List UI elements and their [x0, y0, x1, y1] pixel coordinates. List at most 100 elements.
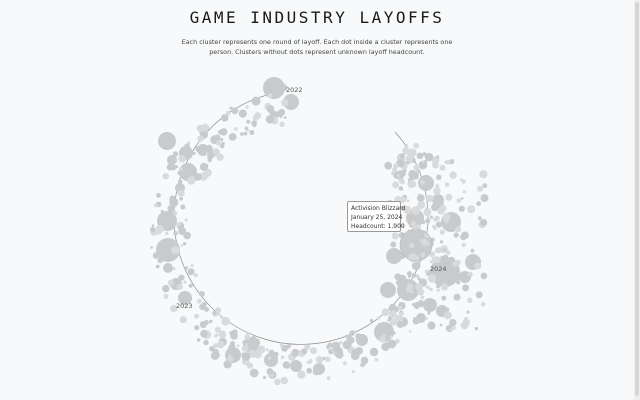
layoff-dot[interactable]: [349, 330, 355, 337]
layoff-cluster[interactable]: [423, 298, 437, 312]
layoff-dot[interactable]: [435, 184, 440, 189]
layoff-dot[interactable]: [173, 231, 178, 236]
layoff-dot[interactable]: [333, 345, 341, 353]
layoff-dot[interactable]: [479, 170, 488, 179]
layoff-dot[interactable]: [476, 201, 481, 207]
layoff-dot[interactable]: [214, 326, 221, 333]
layoff-dot[interactable]: [180, 244, 183, 247]
layoff-cluster[interactable]: [163, 263, 173, 273]
layoff-dot[interactable]: [433, 187, 441, 195]
layoff-dot[interactable]: [429, 251, 436, 258]
layoff-cluster[interactable]: [418, 175, 434, 191]
layoff-dot[interactable]: [409, 242, 415, 249]
scrollbar-thumb[interactable]: [635, 2, 639, 396]
layoff-dot[interactable]: [408, 330, 412, 333]
layoff-dot[interactable]: [405, 287, 412, 293]
layoff-dot[interactable]: [356, 347, 363, 355]
layoff-dot[interactable]: [421, 239, 428, 246]
layoff-dot[interactable]: [216, 153, 224, 161]
layoff-dot[interactable]: [177, 179, 183, 185]
layoff-dot[interactable]: [456, 222, 461, 227]
layoff-dot[interactable]: [475, 291, 483, 299]
layoff-dot[interactable]: [419, 230, 423, 234]
layoff-dot[interactable]: [321, 367, 326, 371]
layoff-dot[interactable]: [263, 375, 267, 380]
layoff-dot[interactable]: [184, 266, 189, 270]
layoff-dot[interactable]: [179, 167, 183, 172]
layoff-dot[interactable]: [391, 171, 395, 176]
layoff-dot[interactable]: [251, 338, 261, 347]
layoff-dot[interactable]: [171, 246, 180, 255]
layoff-dot[interactable]: [187, 268, 195, 276]
layoff-dot[interactable]: [179, 196, 184, 201]
layoff-dot[interactable]: [441, 262, 449, 271]
layoff-dot[interactable]: [194, 313, 200, 319]
layoff-dot[interactable]: [392, 167, 398, 173]
layoff-dot[interactable]: [416, 274, 420, 279]
layoff-dot[interactable]: [170, 304, 178, 313]
layoff-dot[interactable]: [369, 318, 374, 323]
layoff-dot[interactable]: [151, 224, 155, 227]
layoff-dot[interactable]: [470, 248, 475, 253]
layoff-dot[interactable]: [439, 240, 444, 244]
layoff-dot[interactable]: [177, 221, 182, 227]
layoff-dot[interactable]: [243, 131, 248, 136]
layoff-dot[interactable]: [212, 310, 217, 316]
layoff-dot[interactable]: [227, 355, 234, 363]
layoff-dot[interactable]: [455, 226, 462, 233]
layoff-dot[interactable]: [198, 290, 205, 297]
layoff-dot[interactable]: [391, 330, 396, 336]
layoff-dot[interactable]: [274, 378, 281, 386]
layoff-dot[interactable]: [462, 284, 470, 292]
layoff-dot[interactable]: [408, 148, 417, 157]
layoff-dot[interactable]: [429, 287, 433, 292]
layoff-dot[interactable]: [427, 321, 436, 330]
layoff-dot[interactable]: [374, 357, 379, 362]
layoff-dot[interactable]: [436, 174, 442, 180]
layoff-dot[interactable]: [420, 252, 426, 258]
layoff-dot[interactable]: [169, 197, 179, 207]
layoff-dot[interactable]: [245, 105, 249, 109]
layoff-dot[interactable]: [212, 148, 220, 156]
layoff-dot[interactable]: [423, 208, 432, 217]
layoff-dot[interactable]: [228, 343, 236, 351]
layoff-dot[interactable]: [480, 194, 489, 203]
layoff-dot[interactable]: [326, 346, 330, 350]
layoff-dot[interactable]: [192, 151, 196, 155]
layoff-dot[interactable]: [339, 340, 343, 345]
layoff-dot[interactable]: [440, 283, 449, 291]
layoff-dot[interactable]: [480, 218, 488, 227]
layoff-dot[interactable]: [388, 305, 394, 312]
layoff-dot[interactable]: [400, 179, 405, 185]
layoff-dot[interactable]: [238, 109, 247, 118]
layoff-cluster[interactable]: [380, 282, 396, 298]
layoff-dot[interactable]: [449, 328, 453, 332]
layoff-dot[interactable]: [435, 221, 442, 228]
layoff-dot[interactable]: [162, 240, 169, 246]
layoff-dot[interactable]: [244, 126, 249, 131]
layoff-dot[interactable]: [220, 128, 228, 136]
layoff-dot[interactable]: [398, 232, 405, 239]
layoff-dot[interactable]: [410, 253, 414, 257]
layoff-dot[interactable]: [482, 183, 488, 189]
layoff-dot[interactable]: [413, 142, 420, 149]
layoff-dot[interactable]: [167, 279, 174, 286]
layoff-dot[interactable]: [389, 289, 393, 293]
layoff-dot[interactable]: [434, 248, 440, 254]
layoff-dot[interactable]: [225, 110, 231, 116]
layoff-dot[interactable]: [387, 339, 397, 349]
layoff-dot[interactable]: [351, 370, 355, 374]
layoff-dot[interactable]: [360, 363, 365, 368]
layoff-dot[interactable]: [456, 280, 461, 285]
layoff-dot[interactable]: [266, 368, 274, 375]
layoff-dot[interactable]: [441, 295, 447, 301]
layoff-dot[interactable]: [379, 336, 386, 343]
layoff-dot[interactable]: [183, 231, 191, 240]
layoff-dot[interactable]: [219, 315, 223, 319]
layoff-dot[interactable]: [221, 141, 225, 146]
layoff-dot[interactable]: [460, 233, 467, 241]
layoff-dot[interactable]: [221, 114, 229, 122]
layoff-dot[interactable]: [456, 274, 463, 281]
layoff-dot[interactable]: [429, 215, 433, 219]
layoff-cluster[interactable]: [264, 353, 278, 367]
